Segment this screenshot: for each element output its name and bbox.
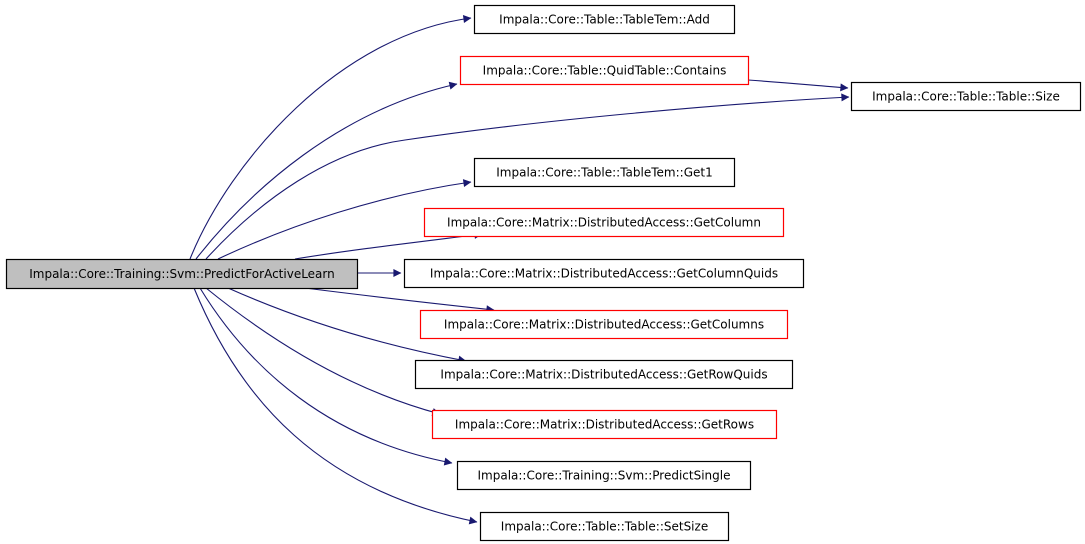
edge-root-to-contains [195, 81, 458, 260]
edge-root-to-predictsingle [199, 287, 453, 466]
node-label: Impala::Core::Matrix::DistributedAccess:… [440, 368, 767, 382]
function-node-getcolumnquids[interactable]: Impala::Core::Matrix::DistributedAccess:… [403, 258, 805, 289]
function-node-setsize[interactable]: Impala::Core::Table::Table::SetSize [479, 511, 730, 542]
function-node-getcolumn[interactable]: Impala::Core::Matrix::DistributedAccess:… [423, 207, 785, 238]
node-box [459, 55, 750, 86]
node-label: Impala::Core::Matrix::DistributedAccess:… [444, 318, 764, 332]
node-box [5, 258, 359, 290]
node-label: Impala::Core::Matrix::DistributedAccess:… [455, 418, 754, 432]
edge-root-to-getrowquids [227, 287, 467, 364]
function-node-get1[interactable]: Impala::Core::Table::TableTem::Get1 [473, 157, 736, 188]
node-box [456, 460, 752, 491]
root-function-node: Impala::Core::Training::Svm::PredictForA… [5, 258, 359, 290]
node-box [403, 258, 805, 289]
node-label: Impala::Core::Table::TableTem::Get1 [496, 166, 712, 180]
edge-root-to-getcolumns [304, 287, 495, 314]
node-box [473, 157, 736, 188]
node-box [423, 207, 785, 238]
node-label: Impala::Core::Training::Svm::PredictForA… [29, 267, 335, 281]
edges-layer [189, 15, 850, 525]
function-node-getrows[interactable]: Impala::Core::Matrix::DistributedAccess:… [431, 409, 778, 440]
node-label: Impala::Core::Table::QuidTable::Contains [483, 64, 727, 78]
node-label: Impala::Core::Matrix::DistributedAccess:… [447, 216, 761, 230]
node-label: Impala::Core::Matrix::DistributedAccess:… [430, 267, 778, 281]
function-node-getcolumns[interactable]: Impala::Core::Matrix::DistributedAccess:… [419, 309, 789, 340]
function-node-getrowquids[interactable]: Impala::Core::Matrix::DistributedAccess:… [414, 359, 794, 390]
edge-root-to-getcolumn [294, 230, 483, 260]
edge-root-to-get1 [217, 179, 472, 260]
node-box [414, 359, 794, 390]
edge-root-to-getrows [205, 287, 441, 416]
edge-root-to-add [189, 15, 472, 260]
function-node-add[interactable]: Impala::Core::Table::TableTem::Add [473, 4, 736, 35]
nodes-layer: Impala::Core::Training::Svm::PredictForA… [5, 4, 1082, 542]
node-box [431, 409, 778, 440]
function-node-size[interactable]: Impala::Core::Table::Table::Size [850, 81, 1082, 112]
node-label: Impala::Core::Table::TableTem::Add [499, 13, 710, 27]
function-node-contains[interactable]: Impala::Core::Table::QuidTable::Contains [459, 55, 750, 86]
node-box [473, 4, 736, 35]
node-box [850, 81, 1082, 112]
function-node-predictsingle[interactable]: Impala::Core::Training::Svm::PredictSing… [456, 460, 752, 491]
edge-root-to-size [205, 93, 850, 260]
node-label: Impala::Core::Training::Svm::PredictSing… [478, 469, 731, 483]
node-label: Impala::Core::Table::Table::Size [872, 90, 1060, 104]
node-box [479, 511, 730, 542]
node-label: Impala::Core::Table::Table::SetSize [501, 520, 708, 534]
edge-root-to-setsize [193, 287, 478, 525]
node-box [419, 309, 789, 340]
edge-contains-to-size [747, 79, 849, 92]
